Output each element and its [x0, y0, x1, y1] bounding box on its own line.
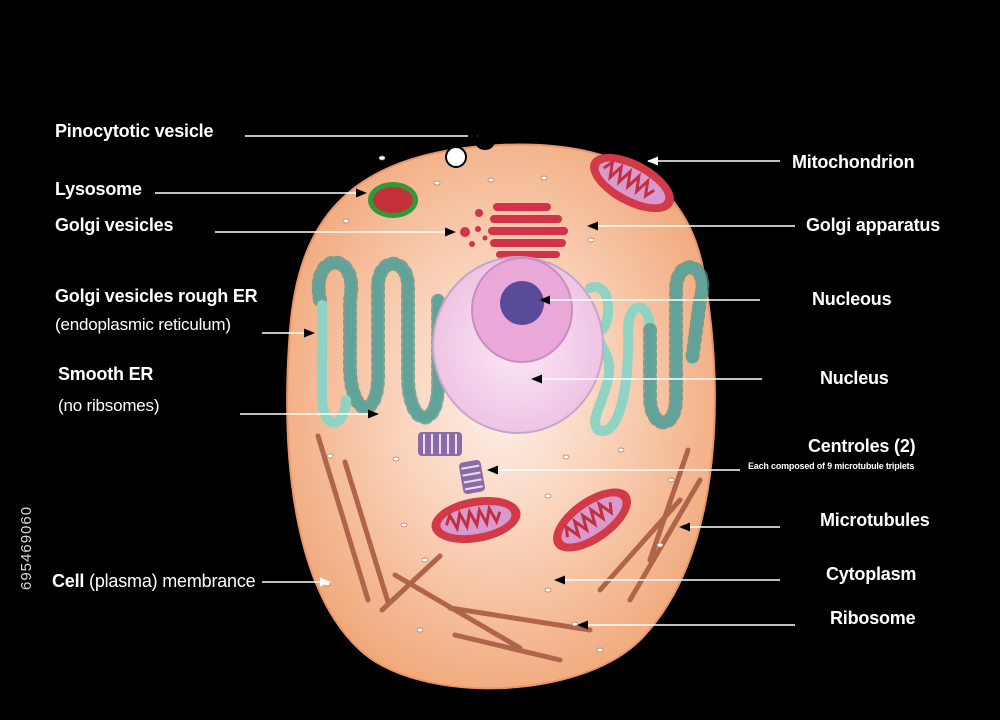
leader-lines-right: [486, 156, 795, 630]
label-rough-er-sub: (endoplasmic reticulum): [55, 315, 231, 334]
label-centrioles: Centroles (2): [808, 436, 916, 456]
nucleolus: [500, 281, 544, 325]
mitochondrion-lower-left: [431, 496, 521, 544]
stock-id-text: 695469060: [18, 505, 35, 590]
golgi-apparatus: [488, 203, 568, 258]
golgi-vesicles: [460, 209, 488, 247]
label-cytoplasm: Cytoplasm: [826, 564, 917, 584]
label-rough-er: Golgi vesicles rough ER: [55, 286, 258, 306]
microtubules: [315, 433, 703, 663]
mitochondrion-top: [590, 153, 674, 213]
label-nucleolus: Nucleous: [812, 289, 892, 309]
label-cell-membrane-bold: Cell: [52, 571, 85, 591]
label-pinocytotic-vesicle: Pinocytotic vesicle: [55, 121, 214, 141]
label-mitochondrion: Mitochondrion: [792, 152, 915, 172]
mitochondrion-lower-right: [553, 488, 631, 552]
pinocytotic-vesicle: [445, 122, 495, 168]
label-cell-membrane-rest: (plasma) membrance: [89, 571, 256, 591]
leader-lines-left: [155, 131, 480, 587]
label-golgi-apparatus: Golgi apparatus: [806, 215, 941, 235]
ribosomes: [323, 155, 675, 653]
label-centrioles-note: Each composed of 9 microtubule triplets: [748, 461, 915, 471]
label-smooth-er: Smooth ER: [58, 364, 154, 384]
label-nucleus: Nucleus: [820, 368, 889, 388]
label-golgi-vesicles: Golgi vesicles: [55, 215, 174, 235]
label-cell-membrane: Cell (plasma) membrance: [52, 571, 256, 592]
centriole-2: [459, 459, 485, 495]
lysosome: [368, 182, 418, 218]
label-ribosome: Ribosome: [830, 608, 916, 628]
centriole-1: [418, 432, 462, 456]
label-smooth-er-sub: (no ribsomes): [58, 396, 160, 415]
label-lysosome: Lysosome: [55, 179, 142, 199]
label-microtubules: Microtubules: [820, 510, 930, 530]
